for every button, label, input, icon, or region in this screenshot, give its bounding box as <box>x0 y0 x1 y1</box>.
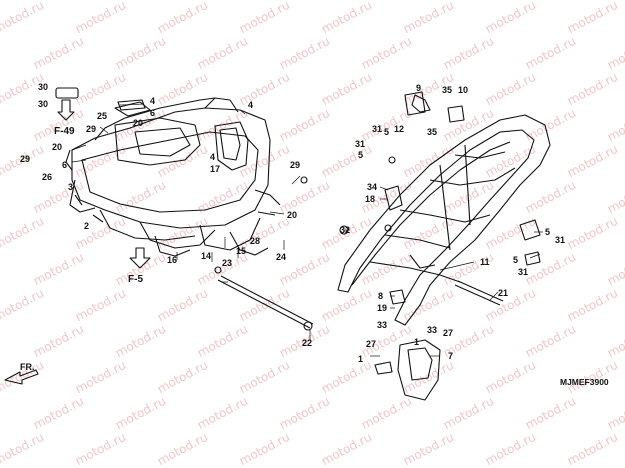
callout-21: 21 <box>498 288 508 298</box>
callout-28: 28 <box>250 236 260 246</box>
callout-25: 25 <box>97 111 107 121</box>
callout-29b: 29 <box>20 154 30 164</box>
callout-33b: 33 <box>427 325 437 335</box>
callout-5b: 5 <box>358 150 363 160</box>
callout-15: 15 <box>236 246 246 256</box>
callout-9: 9 <box>416 83 421 93</box>
subframe-drawing <box>4 91 551 401</box>
callout-1: 1 <box>358 354 363 364</box>
callout-32: 32 <box>340 225 350 235</box>
callout-20c: 20 <box>287 210 297 220</box>
callout-10: 10 <box>458 85 468 95</box>
callout-20: 20 <box>133 118 143 128</box>
callout-34: 34 <box>367 182 377 192</box>
callout-31d: 31 <box>518 267 528 277</box>
main-frame-drawing <box>55 87 314 331</box>
callout-4b: 4 <box>248 100 253 110</box>
callout-5c: 5 <box>545 227 550 237</box>
callout-27: 27 <box>443 328 453 338</box>
diagram-code: MJMEF3900 <box>560 377 609 387</box>
callout-17: 17 <box>210 164 220 174</box>
callout-35b: 35 <box>427 127 437 137</box>
callout-26: 26 <box>42 172 52 182</box>
callout-35: 35 <box>442 85 452 95</box>
callout-11: 11 <box>480 257 490 267</box>
ref-label-f5: F-5 <box>128 274 143 285</box>
callout-4c: 4 <box>210 152 215 162</box>
callout-29c: 29 <box>290 160 300 170</box>
callout-30: 30 <box>38 99 48 109</box>
callout-3: 3 <box>68 182 73 192</box>
callout-27b: 27 <box>366 339 376 349</box>
callout-5d: 5 <box>513 255 518 265</box>
callout-22: 22 <box>302 338 312 348</box>
callout-23: 23 <box>222 258 232 268</box>
callout-14: 14 <box>201 251 211 261</box>
callout-31c: 31 <box>555 235 565 245</box>
callout-6b: 6 <box>62 160 67 170</box>
callout-33: 33 <box>377 320 387 330</box>
callout-24: 24 <box>276 252 286 262</box>
callout-16: 16 <box>167 255 177 265</box>
callout-5: 5 <box>384 127 389 137</box>
callout-12: 12 <box>394 124 404 134</box>
callout-19: 19 <box>377 303 387 313</box>
callout-20b: 20 <box>52 142 62 152</box>
leader-lines <box>71 103 543 357</box>
callout-31b: 31 <box>355 139 365 149</box>
callout-6: 6 <box>150 108 155 118</box>
callout-31: 31 <box>372 124 382 134</box>
callout-8: 8 <box>378 291 383 301</box>
direction-label: FR. <box>20 362 35 372</box>
callout-18: 18 <box>365 194 375 204</box>
callout-2: 2 <box>84 221 89 231</box>
ref-label-f49: F-49 <box>54 126 75 137</box>
callout-7: 7 <box>448 351 453 361</box>
callout-29: 29 <box>86 124 96 134</box>
callout-labels: 30 30 4 6 4 25 29 20 20 29 6 26 3 4 17 2… <box>20 82 565 364</box>
callout-1b: 1 <box>414 337 419 347</box>
callout-30-top: 30 <box>38 82 48 92</box>
callout-4: 4 <box>150 96 155 106</box>
